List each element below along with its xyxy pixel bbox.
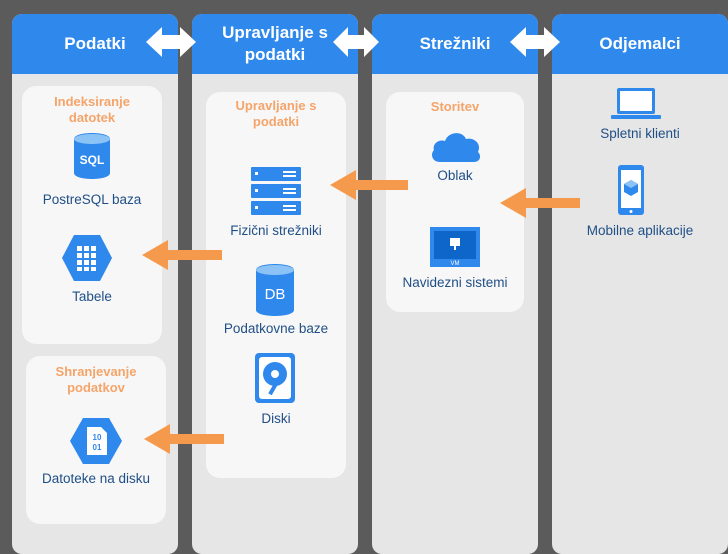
flow-arrow-icon xyxy=(500,188,580,218)
column-management-title: Upravljanje s podatki xyxy=(222,23,328,64)
server-rack-icon xyxy=(251,167,301,215)
double-arrow-icon xyxy=(510,27,560,57)
hard-disk-icon xyxy=(255,353,295,403)
flow-arrow-icon xyxy=(330,170,408,200)
tables-label: Tabele xyxy=(72,289,112,304)
indexing-card: Indeksiranje datotek xyxy=(22,86,162,344)
laptop-icon xyxy=(611,88,661,119)
disk-files-label: Datoteke na disku xyxy=(41,471,151,486)
flow-arrow-icon xyxy=(144,424,224,454)
column-clients-title: Odjemalci xyxy=(599,34,681,53)
postgres-label: PostreSQL baza xyxy=(42,192,142,207)
column-clients-header: Odjemalci xyxy=(552,14,728,74)
sql-database-icon-text: SQL xyxy=(80,153,105,167)
service-card-title: Storitev xyxy=(430,99,480,114)
mobile-app-icon xyxy=(618,165,644,215)
cloud-icon xyxy=(432,133,481,162)
column-data-title: Podatki xyxy=(64,34,126,53)
tables-hexagon-icon xyxy=(62,235,112,281)
column-management-header: Upravljanje s podatki xyxy=(192,14,358,74)
binary-file-hexagon-icon: 10 01 xyxy=(70,418,122,464)
flow-arrow-icon xyxy=(142,240,222,270)
database-icon: DB xyxy=(256,264,294,316)
cloud-label: Oblak xyxy=(437,168,473,183)
management-card-title: Upravljanje s podatki xyxy=(235,98,317,129)
double-arrow-icon xyxy=(333,27,379,57)
storage-card-title: Shranjevanje podatkov xyxy=(55,364,137,395)
disks-label: Diski xyxy=(261,411,291,426)
web-clients-label: Spletni klienti xyxy=(600,126,680,141)
column-servers-header: Strežniki xyxy=(372,14,538,74)
svg-text:01: 01 xyxy=(93,443,102,452)
virtual-systems-label: Navidezni sistemi xyxy=(402,275,508,290)
virtual-machine-icon-text: VM xyxy=(451,261,460,267)
mobile-apps-label: Mobilne aplikacije xyxy=(586,223,694,238)
virtual-machine-icon: VM xyxy=(430,227,480,267)
column-servers-title: Strežniki xyxy=(419,34,491,53)
double-arrow-icon xyxy=(146,27,196,57)
database-icon-text: DB xyxy=(265,286,286,303)
column-clients: Odjemalci xyxy=(552,14,728,554)
databases-label: Podatkovne baze xyxy=(223,321,329,336)
service-card: Storitev xyxy=(386,92,524,312)
indexing-card-title: Indeksiranje datotek xyxy=(54,94,130,125)
svg-text:10: 10 xyxy=(93,433,102,442)
physical-servers-label: Fizični strežniki xyxy=(230,223,322,238)
sql-database-icon: SQL xyxy=(74,133,110,179)
